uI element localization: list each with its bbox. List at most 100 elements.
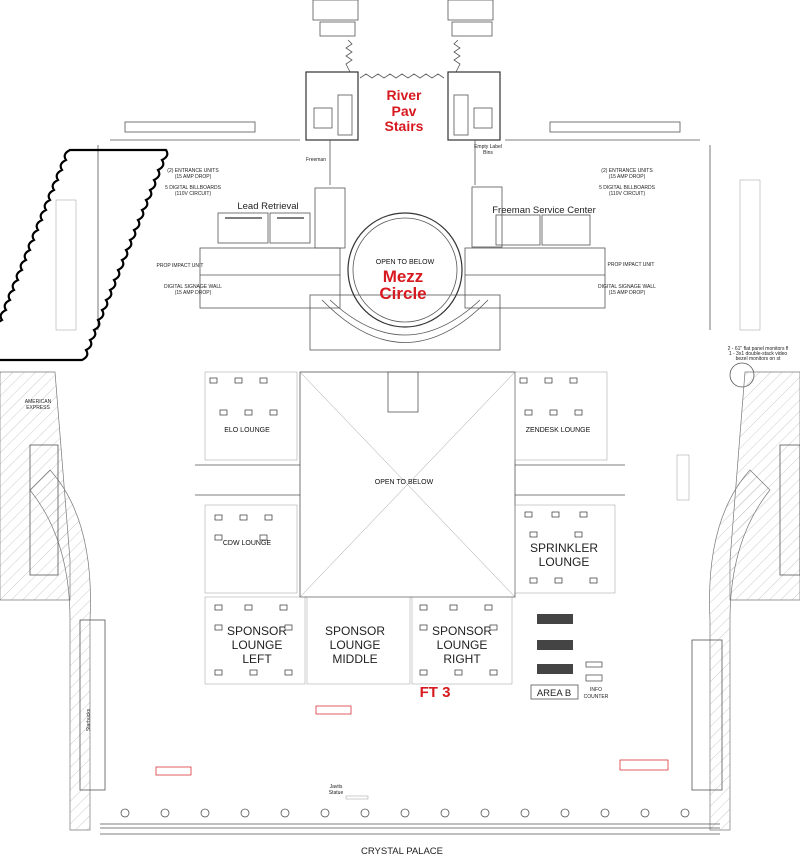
lounge-table <box>219 409 228 416</box>
column-icon <box>120 808 130 818</box>
column-icon <box>680 808 690 818</box>
column-icon <box>560 808 570 818</box>
mezz-circle-line1: Mezz <box>383 267 424 286</box>
svg-text:2 - 61" flat panel monitors fl: 2 - 61" flat panel monitors fl1 - 3x1 do… <box>728 346 789 362</box>
svg-text:ZENDESK LOUNGE: ZENDESK LOUNGE <box>526 427 591 434</box>
hatched-walls <box>0 371 800 831</box>
starbucks-label: Starbucks <box>86 708 92 731</box>
lead-retrieval-booth: Lead Retrieval <box>217 187 346 249</box>
zendesk-lounge: ZENDESK LOUNGE <box>514 371 608 461</box>
svg-text:PROP IMPACT UNIT: PROP IMPACT UNIT <box>608 262 655 268</box>
notes-right: (2) ENTRANCE UNITS(15 AMP DROP) 5 DIGITA… <box>598 168 789 388</box>
lounge-table <box>259 534 268 541</box>
lounge-table <box>264 514 273 521</box>
river-pav-stairs-line2: Pav <box>392 103 417 119</box>
svg-text:ELO LOUNGE: ELO LOUNGE <box>224 427 270 434</box>
empty-label-bins: Empty Label <box>474 144 502 150</box>
lounge-table <box>244 604 253 611</box>
lounge-table <box>244 409 253 416</box>
svg-text:DIGITAL SIGNAGE WALL(15 AMP DR: DIGITAL SIGNAGE WALL(15 AMP DROP) <box>164 284 222 296</box>
lounge-table <box>569 377 578 384</box>
svg-text:AREA B: AREA B <box>537 688 571 699</box>
lounge-table <box>551 511 560 518</box>
notes-left: (2) ENTRANCE UNITS(15 AMP DROP) 5 DIGITA… <box>157 168 223 296</box>
lounge-table <box>419 604 428 611</box>
info-counter-label: INFO <box>590 687 602 693</box>
lounge-table <box>284 624 293 631</box>
river-pav-stairs-line1: River <box>386 87 422 103</box>
lounge-table <box>574 531 583 538</box>
elo-lounge: ELO LOUNGE <box>204 371 298 461</box>
lounge-table <box>524 511 533 518</box>
lounge-table <box>419 669 428 676</box>
lounge-table <box>279 604 288 611</box>
crystal-palace-label: CRYSTAL PALACE <box>361 846 443 857</box>
lounge-table <box>489 669 498 676</box>
lounge-table <box>214 514 223 521</box>
lounge-table <box>239 514 248 521</box>
lounge-table <box>529 577 538 584</box>
lounge-table <box>284 669 293 676</box>
column-icon <box>240 808 250 818</box>
lounge-furniture <box>209 377 598 676</box>
american-express-label-2: EXPRESS <box>26 405 50 411</box>
lounge-table <box>549 409 558 416</box>
column-icon <box>480 808 490 818</box>
lounge-table <box>249 669 258 676</box>
upper-concourse <box>0 121 761 362</box>
cdw-lounge: CDW LOUNGE <box>204 504 298 594</box>
svg-text:CDW LOUNGE: CDW LOUNGE <box>223 540 272 547</box>
column-icon <box>360 808 370 818</box>
lounge-table <box>449 604 458 611</box>
central-open-area <box>195 371 690 598</box>
lounge-table <box>554 577 563 584</box>
center-open-to-below: OPEN TO BELOW <box>375 479 434 486</box>
lounge-table <box>209 377 218 384</box>
lounge-table <box>489 624 498 631</box>
column-icon <box>400 808 410 818</box>
lounge-table <box>574 409 583 416</box>
mezz-structure <box>199 212 606 351</box>
american-express-label: AMERICAN <box>25 399 52 405</box>
lounge-table <box>579 511 588 518</box>
mezz-open-to-below: OPEN TO BELOW <box>376 259 435 266</box>
svg-text:(2) ENTRANCE UNITS(15 AMP DROP: (2) ENTRANCE UNITS(15 AMP DROP) <box>167 168 219 180</box>
river-pav-stairs-line3: Stairs <box>385 118 424 134</box>
lounge-table <box>234 377 243 384</box>
freeman-service-center-label: Freeman Service Center <box>492 205 595 216</box>
column-icon <box>320 808 330 818</box>
lounge-table <box>524 409 533 416</box>
lounge-table <box>269 409 278 416</box>
empty-label-bins-2: Bins <box>483 150 493 156</box>
column-icon <box>160 808 170 818</box>
column-icon <box>280 808 290 818</box>
column-icon <box>440 808 450 818</box>
scalloped-barrier <box>0 148 169 362</box>
mezz-circle-line2: Circle <box>379 284 426 303</box>
freeman-service-center: Freeman Service Center <box>471 186 596 248</box>
javits-statue-label: Javits <box>330 784 343 790</box>
svg-text:DIGITAL SIGNAGE WALL(15 AMP DR: DIGITAL SIGNAGE WALL(15 AMP DROP) <box>598 284 656 296</box>
lounge-table <box>454 669 463 676</box>
lounge-table <box>544 377 553 384</box>
freeman-label: Freeman <box>306 157 326 163</box>
column-icon <box>200 808 210 818</box>
lead-retrieval-label: Lead Retrieval <box>237 201 298 212</box>
lounge-table <box>484 604 493 611</box>
lounge-table <box>214 669 223 676</box>
